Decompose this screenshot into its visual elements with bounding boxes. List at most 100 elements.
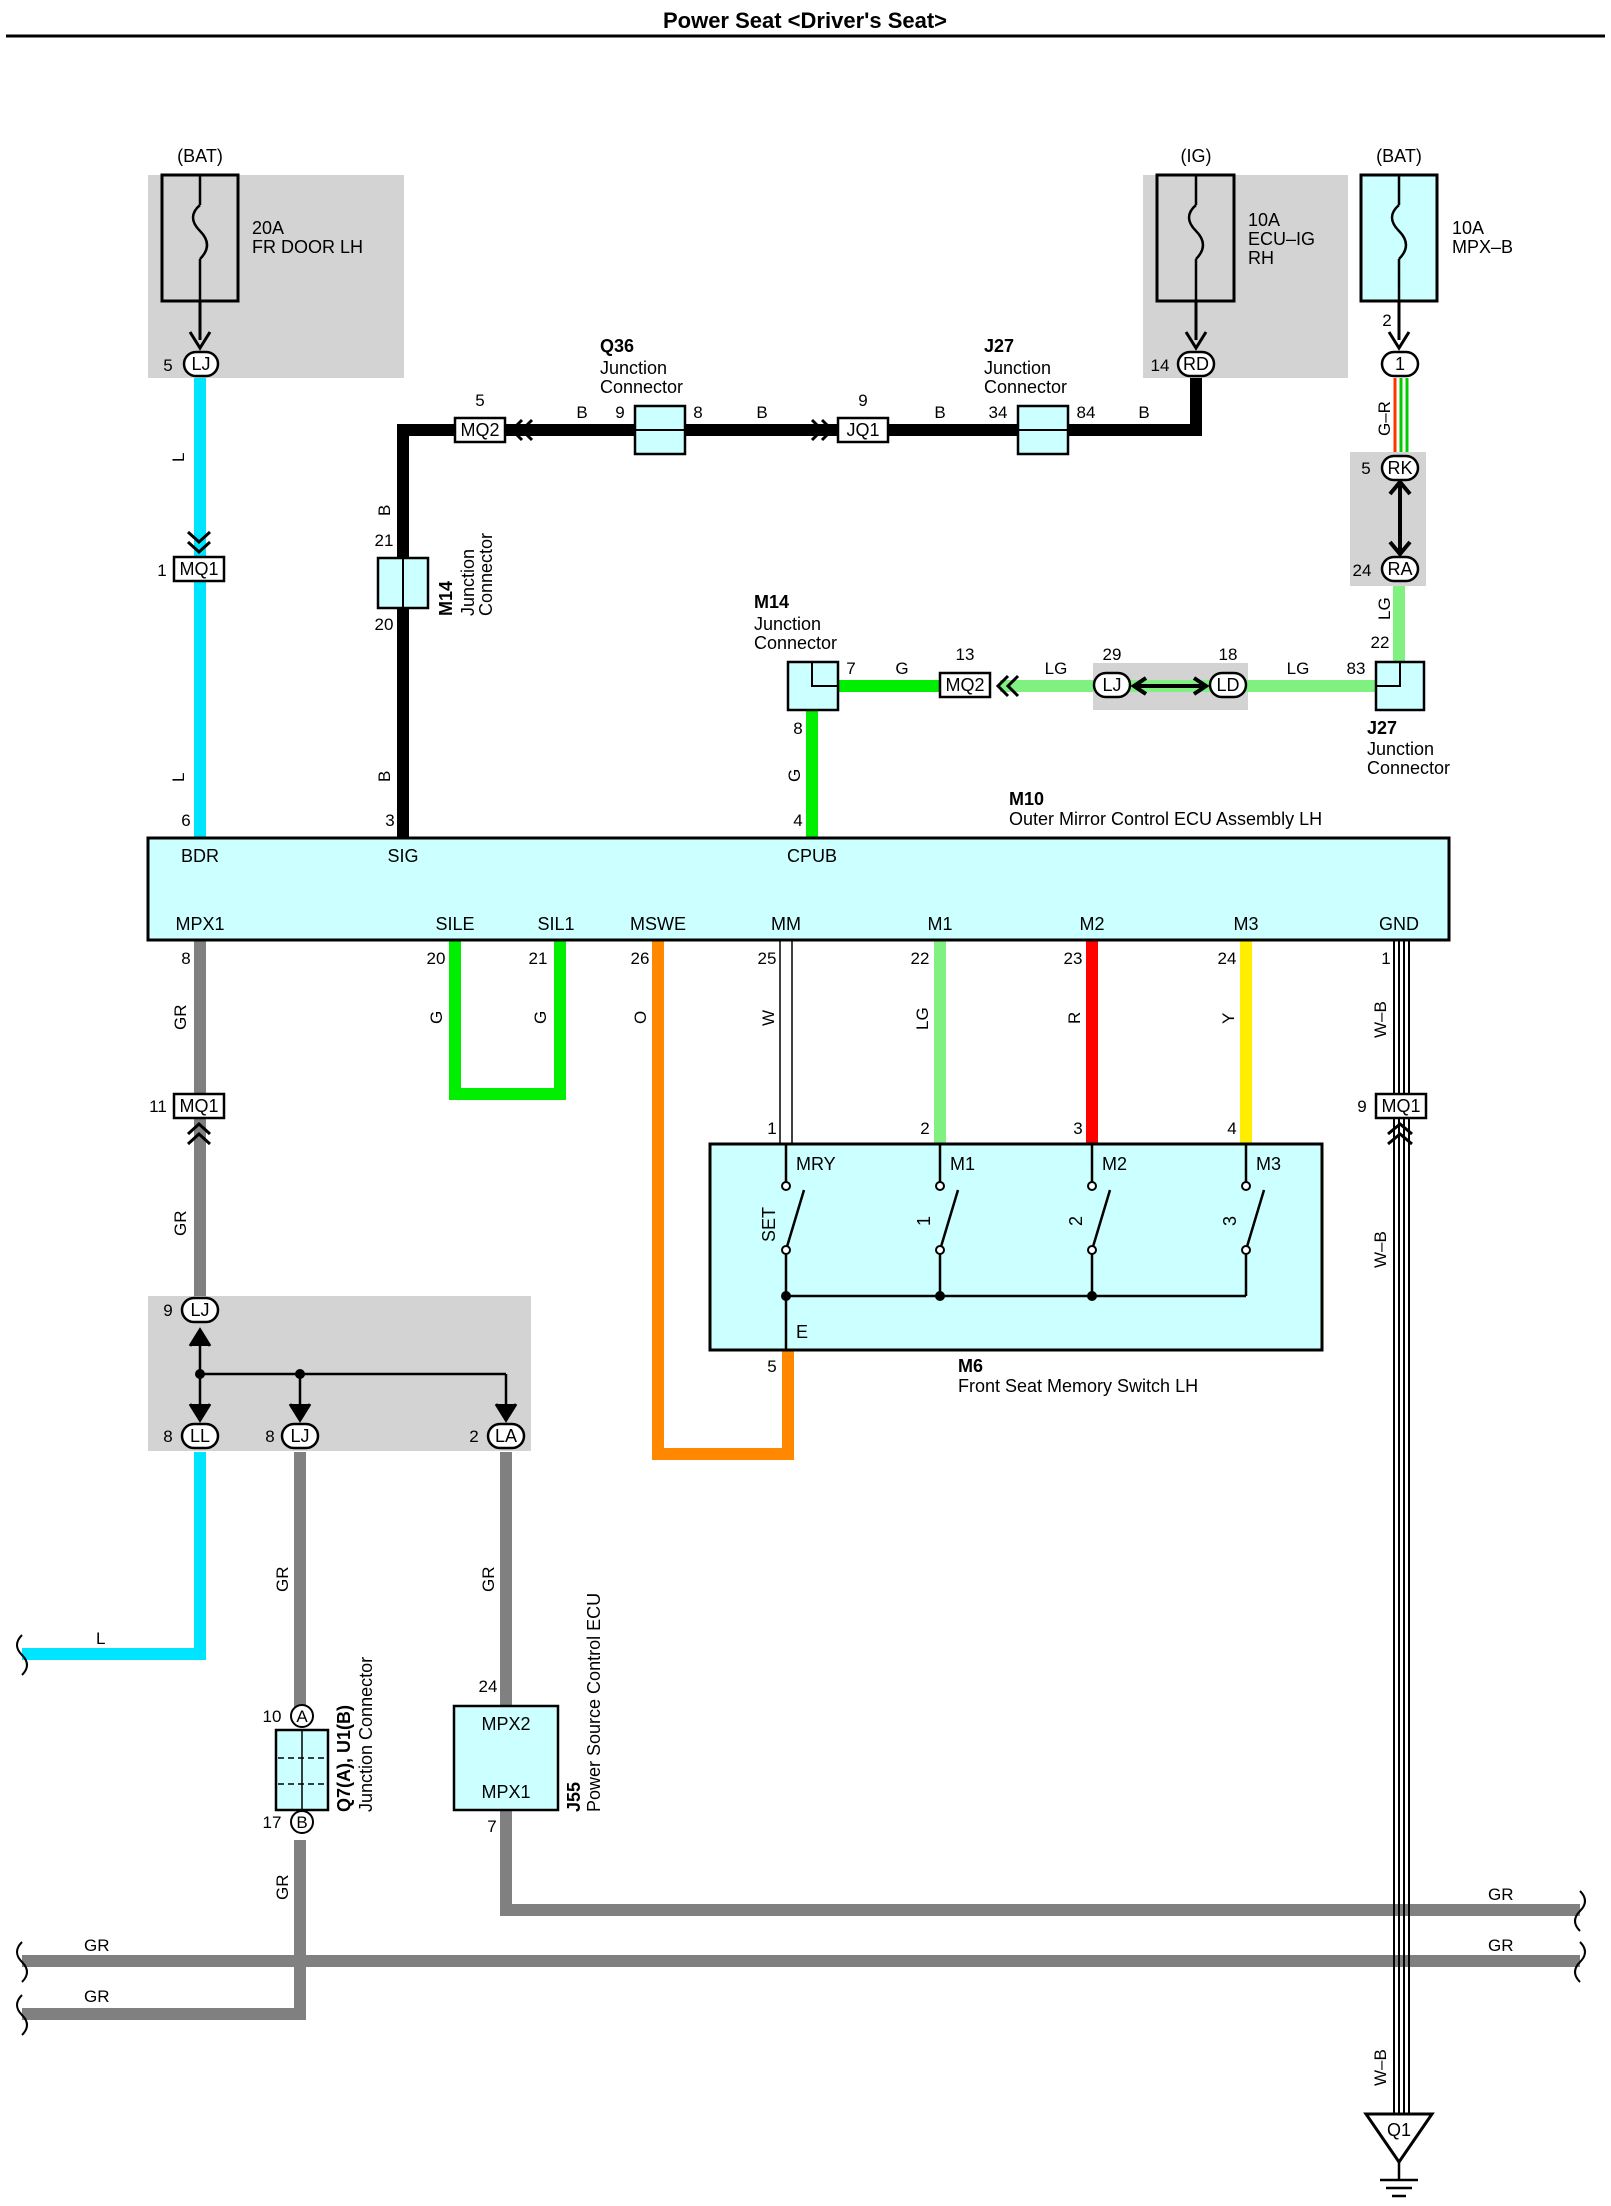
- m10-pin-gnd: 1: [1381, 949, 1390, 968]
- svg-text:Connector: Connector: [476, 533, 496, 616]
- connector-rd: RD 14: [1151, 350, 1216, 378]
- svg-text:1: 1: [157, 561, 166, 580]
- connector-mq2-top: MQ2 5: [453, 391, 534, 444]
- bat2-rating: 10A: [1452, 218, 1484, 238]
- svg-text:M2: M2: [1102, 1154, 1127, 1174]
- svg-text:Junction: Junction: [984, 358, 1051, 378]
- wire-b: [397, 378, 1202, 838]
- svg-text:Q1: Q1: [1387, 2120, 1411, 2140]
- connector-rk: RK 5: [1361, 454, 1420, 482]
- connector-jq1: JQ1 9: [810, 391, 890, 444]
- svg-text:7: 7: [846, 659, 855, 678]
- svg-text:Junction: Junction: [600, 358, 667, 378]
- wl-g-2: G: [785, 769, 804, 782]
- wl-r: R: [1065, 1012, 1084, 1024]
- connector-bat2-1: 1 2: [1380, 311, 1420, 378]
- wl-g-sile: G: [427, 1011, 446, 1024]
- wl-y: Y: [1219, 1013, 1238, 1024]
- wl-wb-3: W–B: [1371, 2049, 1390, 2086]
- wl-gr-mpx1: GR: [171, 1005, 190, 1031]
- m10-pin-bdr: 6: [181, 811, 190, 830]
- bat1-name: FR DOOR LH: [252, 237, 363, 257]
- svg-text:LD: LD: [1216, 675, 1239, 695]
- bat1-rating: 20A: [252, 218, 284, 238]
- ig-rating: 10A: [1248, 210, 1280, 230]
- m10-pin-cpub: 4: [793, 811, 802, 830]
- wl-gr-left2: GR: [84, 1987, 110, 2006]
- m10-pin-mpx1: 8: [181, 949, 190, 968]
- svg-text:Connector: Connector: [1367, 758, 1450, 778]
- wl-gr-la: GR: [479, 1567, 498, 1593]
- svg-text:2: 2: [1066, 1216, 1086, 1226]
- svg-text:LJ: LJ: [191, 354, 210, 374]
- break-right-gr1: [1574, 1890, 1586, 1932]
- wl-gr-right2: GR: [1488, 1936, 1514, 1955]
- connector-ld-mid: LD 18: [1208, 645, 1248, 699]
- break-right-gr2: [1574, 1941, 1586, 1983]
- svg-text:Connector: Connector: [600, 377, 683, 397]
- wl-b-6: B: [1138, 403, 1149, 422]
- wl-gr-right1: GR: [1488, 1885, 1514, 1904]
- svg-text:2: 2: [469, 1427, 478, 1446]
- bat2-source: (BAT): [1376, 146, 1422, 166]
- m10-term-gnd: GND: [1379, 914, 1419, 934]
- m6-switch-m3: M3 4 3: [1220, 1119, 1281, 1296]
- wl-gr-stripe: G–R: [1375, 401, 1394, 436]
- svg-text:Connector: Connector: [754, 633, 837, 653]
- connector-lj-low2: LJ 8: [265, 1422, 320, 1450]
- wl-b-2: B: [375, 771, 394, 782]
- m10-term-sile: SILE: [435, 914, 474, 934]
- m10-pin-mm: 25: [758, 949, 777, 968]
- m6-switch: M6 Front Seat Memory Switch LH: [708, 1142, 1324, 1396]
- svg-text:J27: J27: [984, 336, 1014, 356]
- wl-gr-lj: GR: [273, 1567, 292, 1593]
- wl-wb-2: W–B: [1371, 1231, 1390, 1268]
- m10-pin-m2: 23: [1064, 949, 1083, 968]
- lj-ld-link: [1130, 676, 1210, 696]
- svg-text:J27: J27: [1367, 718, 1397, 738]
- connector-j27-top: J27 Junction Connector 34 84: [984, 336, 1095, 456]
- svg-text:5: 5: [475, 391, 484, 410]
- svg-text:M6: M6: [958, 1356, 983, 1376]
- svg-text:34: 34: [989, 403, 1008, 422]
- rk-ra-link: [1388, 478, 1412, 558]
- m6-switch-m2: M2 3 2: [1066, 1119, 1127, 1301]
- m10-pin-sig: 3: [385, 811, 394, 830]
- svg-text:M1: M1: [950, 1154, 975, 1174]
- svg-text:17: 17: [263, 1813, 282, 1832]
- svg-text:8: 8: [693, 403, 702, 422]
- svg-text:24: 24: [479, 1677, 498, 1696]
- svg-text:Front Seat Memory Switch LH: Front Seat Memory Switch LH: [958, 1376, 1198, 1396]
- wl-w: W: [759, 1010, 778, 1026]
- break-left-gr1: [16, 1941, 28, 1983]
- svg-text:MPX1: MPX1: [481, 1782, 530, 1802]
- svg-text:M14: M14: [436, 581, 456, 616]
- svg-text:21: 21: [375, 531, 394, 550]
- m10-term-m1: M1: [927, 914, 952, 934]
- connector-la-low: LA 2: [469, 1422, 526, 1450]
- bat1-source: (BAT): [177, 146, 223, 166]
- m6-switch-mry: MRY 1 SET: [759, 1119, 836, 1301]
- svg-text:LJ: LJ: [290, 1426, 309, 1446]
- connector-lj-low: LJ 9: [163, 1296, 220, 1324]
- wire-gr-lj-lower: [22, 1840, 306, 2020]
- svg-text:MQ1: MQ1: [179, 1096, 218, 1116]
- wl-gr-left1: GR: [84, 1936, 110, 1955]
- svg-text:3: 3: [1073, 1119, 1082, 1138]
- svg-text:11: 11: [149, 1097, 167, 1116]
- svg-text:20: 20: [375, 615, 394, 634]
- junction-arrow-ll: [188, 1403, 212, 1423]
- svg-text:Connector: Connector: [984, 377, 1067, 397]
- junction-arrow-la: [494, 1403, 518, 1423]
- svg-text:8: 8: [265, 1427, 274, 1446]
- connector-q7: A 10 B 17 Q7(A), U1(B) Junction Connecto…: [263, 1657, 376, 1834]
- connector-ll-low: LL 8: [163, 1422, 220, 1450]
- svg-text:13: 13: [956, 645, 975, 664]
- connector-mq2-mid: MQ2 13: [938, 645, 1020, 699]
- shade-bat1: [148, 175, 404, 378]
- svg-text:9: 9: [163, 1301, 172, 1320]
- svg-text:Junction: Junction: [1367, 739, 1434, 759]
- wl-b-4: B: [756, 403, 767, 422]
- m10-ecu: M10 Outer Mirror Control ECU Assembly LH: [146, 789, 1451, 942]
- svg-text:MRY: MRY: [796, 1154, 836, 1174]
